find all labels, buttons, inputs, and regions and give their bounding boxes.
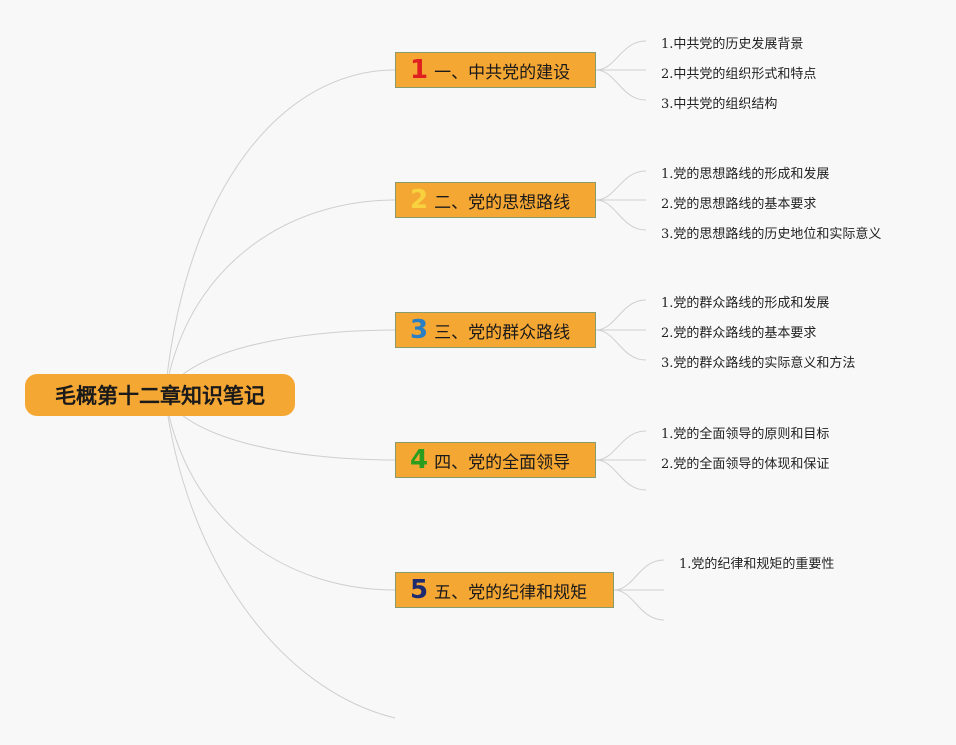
branch-1-leaf-link-3 — [595, 69, 647, 101]
branch-node-3[interactable]: 3 三、党的群众路线 — [395, 312, 596, 348]
branch-1-leaf-link-1 — [595, 40, 647, 71]
leaf-4-2[interactable]: 2.党的全面领导的体现和保证 — [661, 457, 830, 472]
branch-2-leaf-link-1 — [595, 170, 647, 201]
leaf-3-2[interactable]: 2.党的群众路线的基本要求 — [661, 326, 817, 341]
branch-label-5: 五、党的纪律和规矩 — [434, 582, 588, 603]
branch-4-leaf-link-3 — [595, 459, 647, 491]
leaf-2-3[interactable]: 3.党的思想路线的历史地位和实际意义 — [661, 227, 882, 242]
leaf-3-1[interactable]: 1.党的群众路线的形成和发展 — [661, 296, 830, 311]
branch-node-1[interactable]: 1 一、中共党的建设 — [395, 52, 596, 88]
leaf-4-1[interactable]: 1.党的全面领导的原则和目标 — [661, 427, 830, 442]
leaf-1-1[interactable]: 1.中共党的历史发展背景 — [661, 37, 804, 52]
branch-node-5[interactable]: 5 五、党的纪律和规矩 — [395, 572, 614, 608]
leaf-2-1[interactable]: 1.党的思想路线的形成和发展 — [661, 167, 830, 182]
branch-3-leaf-link-1 — [595, 299, 647, 331]
root-node[interactable]: 毛概第十二章知识笔记 — [25, 374, 295, 416]
branch-node-2[interactable]: 2 二、党的思想路线 — [395, 182, 596, 218]
branch-label-3: 三、党的群众路线 — [434, 322, 571, 343]
branch-2-leaf-link-3 — [595, 199, 647, 231]
branch-number-4: 4 — [410, 445, 429, 475]
leaf-1-3[interactable]: 3.中共党的组织结构 — [661, 97, 778, 112]
branch-label-2: 二、党的思想路线 — [434, 192, 571, 213]
branch-3-leaf-link-3 — [595, 329, 647, 361]
leaf-3-3[interactable]: 3.党的群众路线的实际意义和方法 — [661, 356, 856, 371]
root-to-branch-link-1 — [164, 69, 396, 396]
root-to-branch-link-2 — [164, 199, 396, 396]
leaf-2-2[interactable]: 2.党的思想路线的基本要求 — [661, 197, 817, 212]
branch-number-1: 1 — [410, 55, 429, 85]
root-trailing-link — [164, 394, 396, 719]
branch-number-2: 2 — [410, 185, 429, 215]
branch-5-leaf-link-3 — [613, 589, 665, 621]
branch-4-leaf-link-1 — [595, 430, 647, 461]
branch-5-leaf-link-1 — [613, 559, 665, 591]
leaf-5-1[interactable]: 1.党的纪律和规矩的重要性 — [679, 557, 835, 572]
root-to-branch-link-5 — [164, 394, 396, 591]
branch-number-3: 3 — [410, 315, 429, 345]
branch-label-4: 四、党的全面领导 — [434, 452, 571, 473]
root-label: 毛概第十二章知识笔记 — [55, 384, 265, 408]
leaf-1-2[interactable]: 2.中共党的组织形式和特点 — [661, 67, 817, 82]
branch-label-1: 一、中共党的建设 — [434, 62, 571, 83]
branch-node-4[interactable]: 4 四、党的全面领导 — [395, 442, 596, 478]
branch-number-5: 5 — [410, 575, 429, 605]
